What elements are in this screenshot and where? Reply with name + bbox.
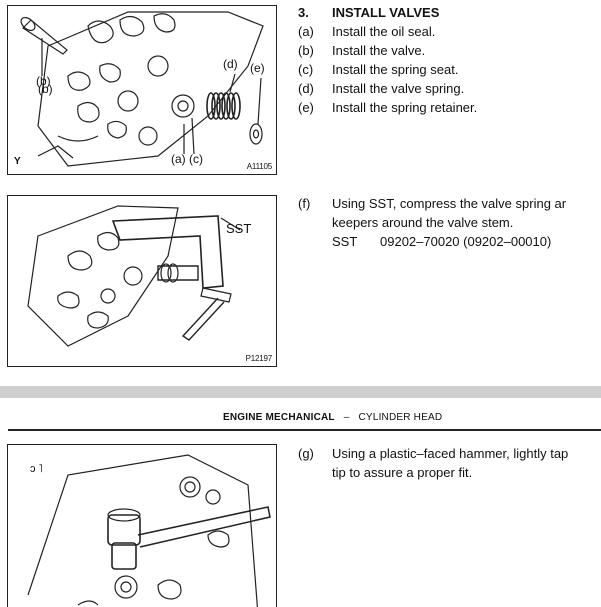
step-key: (a) (298, 24, 314, 39)
step-text-line2: keepers around the valve stem. (332, 215, 514, 230)
label-b-lower: (b) (38, 82, 53, 96)
step-key: (d) (298, 81, 314, 96)
step-key: (g) (298, 446, 314, 461)
page-header: ENGINE MECHANICAL–CYLINDER HEAD (223, 412, 442, 423)
manual-page-top: (b) (b) (d) (e) (a) (c) Y A11105 (7, 5, 567, 367)
label-a-c: (a) (c) (171, 152, 203, 166)
figure-code: P12197 (245, 354, 273, 363)
sst-compressor-drawing (27, 205, 241, 347)
header-separator: – (343, 412, 350, 423)
section-number: 3. (298, 5, 309, 20)
sst-value: 09202–70020 (09202–00010) (380, 234, 552, 249)
header-section: ENGINE MECHANICAL (223, 412, 335, 423)
step-text: Install the oil seal. (332, 24, 436, 39)
step-key: (c) (298, 62, 314, 77)
step-text: Install the valve spring. (332, 81, 465, 96)
step-text: Install the valve. (332, 43, 426, 58)
figure-sst-compress: SST P12197 (7, 195, 277, 367)
step-key: (f) (298, 196, 311, 211)
label-b-upper: (b) (36, 74, 51, 88)
section-title: INSTALL VALVES (332, 5, 440, 20)
step-key: (b) (298, 43, 314, 58)
step-text: Install the spring seat. (332, 62, 459, 77)
sst-label: SST (332, 234, 358, 249)
header-rule (8, 429, 601, 431)
step-text-line2: tip to assure a proper fit. (332, 465, 473, 480)
label-e: (e) (250, 61, 265, 75)
hammer-drawing (27, 454, 271, 607)
step-text: Install the spring retainer. (332, 100, 478, 115)
step-text-line1: Using a plastic–faced hammer, lightly ta… (332, 446, 569, 461)
cylinder-head-drawing (20, 11, 264, 167)
label-sst: SST (226, 221, 252, 236)
label-d: (d) (223, 57, 238, 71)
figure-code: A11105 (246, 162, 272, 171)
step-key: (e) (298, 100, 314, 115)
figure-corner-mark: Y (14, 156, 21, 167)
manual-page-bottom: ENGINE MECHANICAL–CYLINDER HEAD ɔ ˥ (0, 398, 601, 607)
figure-hammer-tap: ɔ ˥ (7, 444, 277, 607)
figure-install-valves: (b) (b) (d) (e) (a) (c) Y A11105 (7, 5, 277, 175)
figure-mark: ɔ ˥ (30, 463, 43, 475)
step-text-line1: Using SST, compress the valve spring ar (332, 196, 567, 211)
header-subsection: CYLINDER HEAD (358, 412, 443, 423)
